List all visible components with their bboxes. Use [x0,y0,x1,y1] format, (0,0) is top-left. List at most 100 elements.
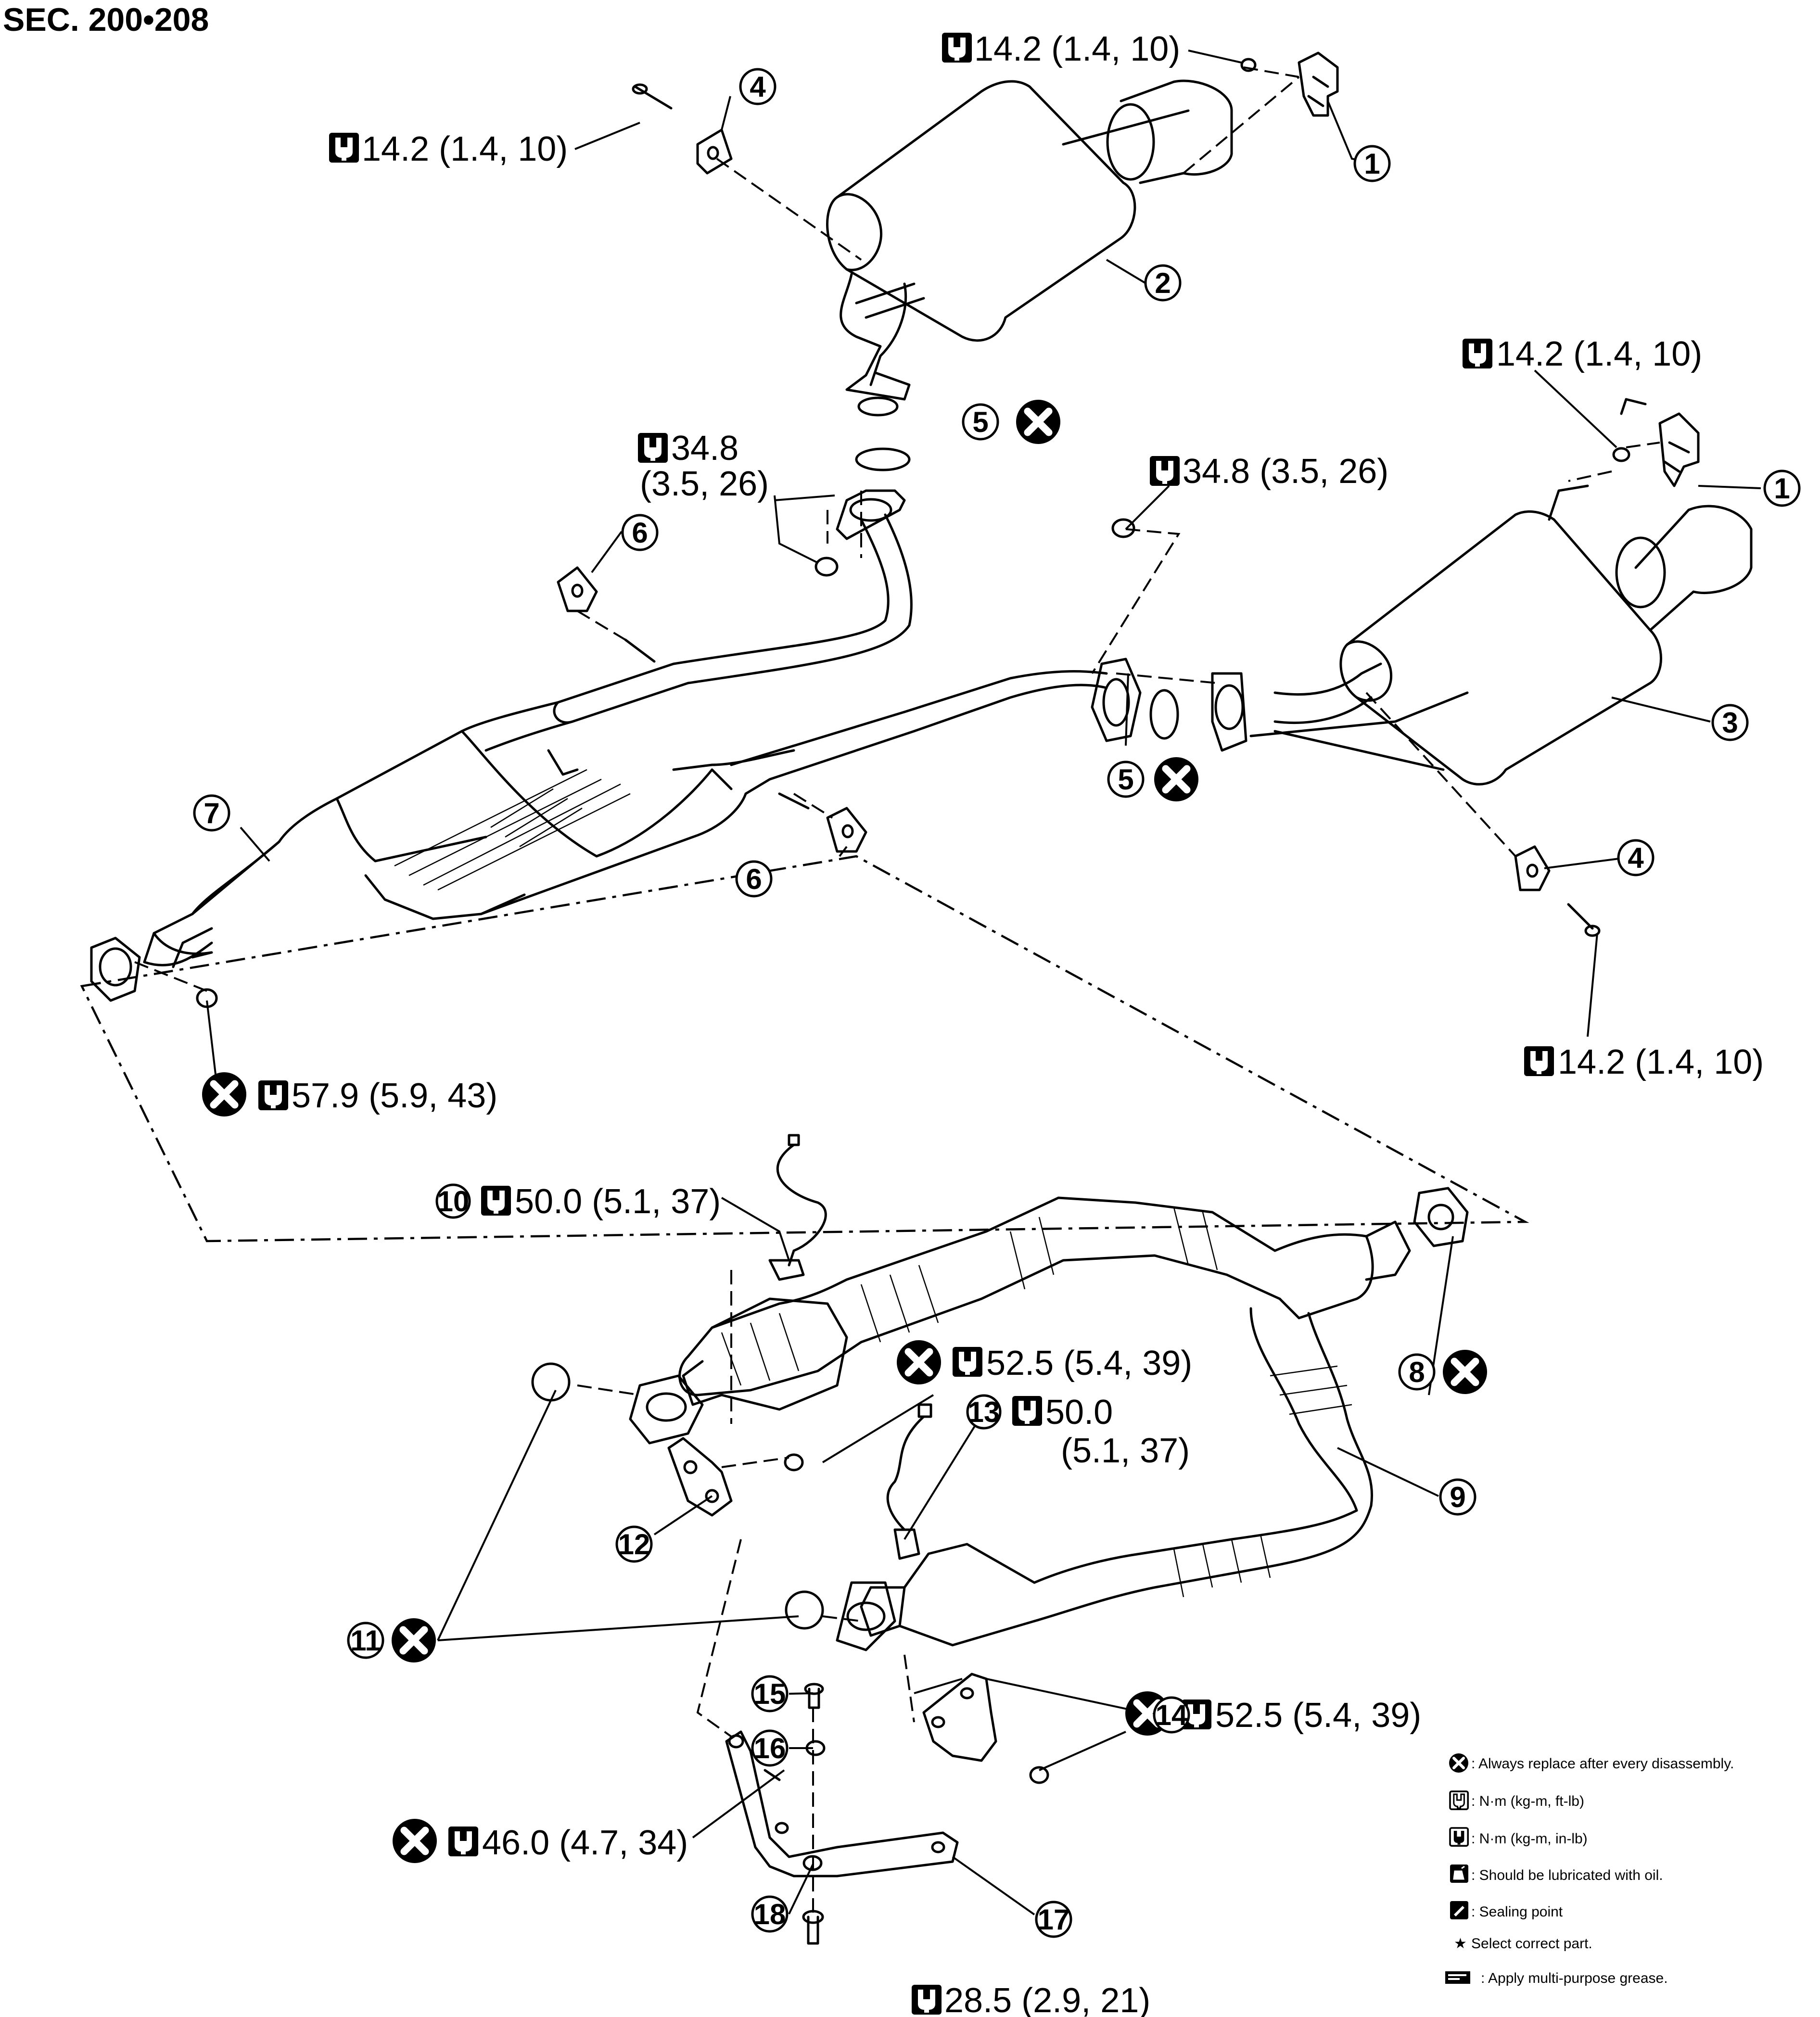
svg-text:50.0: 50.0 [1045,1393,1113,1432]
wrench-icon [912,1985,942,2015]
section-title: SEC. 200•208 [3,1,209,38]
main-tube-part-7 [143,670,1108,968]
star-icon: ★ [1454,1936,1467,1952]
leader-lines [206,50,1761,1916]
svg-text:3: 3 [1722,707,1738,739]
callout-6-lower: 6 [735,860,773,898]
wrench-icon [481,1186,511,1216]
svg-text:52.5 (5.4, 39): 52.5 (5.4, 39) [1215,1696,1421,1735]
front-tube-with-catalysts-part-9 [629,1196,1411,1651]
x-circle-icon [1449,1753,1468,1773]
torque-label-front-tube: 57.9 (5.9, 43) [202,1072,497,1116]
replace-icon [392,1618,436,1662]
svg-text:13: 13 [968,1396,1000,1428]
svg-text:6: 6 [746,863,762,895]
rubber-mount-part-4-top [632,83,733,175]
callout-5-upper: 5 [962,400,1060,444]
callout-11: 11 [347,1618,436,1662]
svg-text:46.0 (4.7, 34): 46.0 (4.7, 34) [482,1824,688,1862]
left-muffler-part-2 [826,79,1233,417]
wrench-icon [1150,456,1180,486]
svg-text:18: 18 [754,1898,786,1930]
wrench-icon [942,33,972,63]
wrench-filled-icon [1449,1827,1469,1847]
svg-text:14.2 (1.4, 10): 14.2 (1.4, 10) [974,30,1180,68]
svg-text:16: 16 [754,1732,786,1764]
svg-text:50.0 (5.1, 37): 50.0 (5.1, 37) [515,1182,721,1221]
svg-text:9: 9 [1450,1481,1465,1513]
torque-label-bracket-17: 46.0 (4.7, 34) [393,1819,688,1863]
flange-nuts [196,518,1135,1008]
svg-text:: Sealing point: : Sealing point [1471,1904,1563,1920]
torque-label-sensor-13: 13 50.0 (5.1, 37) [966,1393,1190,1470]
legend-row-grease: : Apply multi-purpose grease. [1445,1970,1668,1986]
svg-text:14.2 (1.4, 10): 14.2 (1.4, 10) [362,130,568,168]
replace-icon [202,1072,246,1116]
sealant-icon [1450,1901,1468,1919]
svg-text:1: 1 [1364,148,1380,180]
svg-text:4: 4 [1628,842,1644,874]
svg-text:: N·m (kg-m, in-lb): : N·m (kg-m, in-lb) [1471,1831,1588,1847]
svg-text:14: 14 [1156,1699,1188,1731]
svg-text:15: 15 [754,1678,786,1710]
replace-icon [1154,757,1198,801]
callout-12: 12 [615,1525,653,1563]
gasket-part-11-upper [531,1362,571,1402]
svg-text:52.5 (5.4, 39): 52.5 (5.4, 39) [986,1344,1192,1383]
gasket-part-11-lower [785,1590,824,1630]
torque-label-right-hanger: 14.2 (1.4, 10) [1463,335,1702,373]
callout-2: 2 [1144,264,1182,302]
wrench-icon [1463,339,1492,368]
torque-label-bracket-12: 52.5 (5.4, 39) [897,1340,1192,1384]
torque-label-bottom-bolt: 28.5 (2.9, 21) [912,1981,1150,2017]
grease-icon [1445,1971,1470,1984]
wrench-icon [638,433,668,463]
svg-text:14.2 (1.4, 10): 14.2 (1.4, 10) [1558,1043,1764,1081]
wrench-icon [953,1347,982,1377]
oxygen-sensor-part-13 [886,1403,932,1560]
torque-label-left-flange: 34.8 (3.5, 26) [638,429,769,503]
legend-row-select: ★ Select correct part. [1454,1936,1592,1952]
svg-text:34.8 (3.5, 26): 34.8 (3.5, 26) [1183,452,1388,491]
wrench-icon [1524,1046,1554,1076]
wrench-icon [258,1080,288,1110]
legend-row-nm-inlb: : N·m (kg-m, in-lb) [1449,1827,1588,1847]
replace-icon [1016,400,1060,444]
wrench-icon [448,1827,478,1856]
left-front-pipe-section [614,489,913,704]
svg-text:2: 2 [1155,267,1171,299]
callout-18: 18 [751,1895,789,1933]
callout-3: 3 [1711,704,1749,741]
svg-text:4: 4 [750,71,766,103]
callout-17: 17 [1035,1901,1072,1938]
torque-label-bracket-14: 52.5 (5.4, 39) [1125,1691,1421,1736]
bracket-part-12 [667,1437,804,1517]
front-tube-flange [90,937,141,1002]
svg-text:5: 5 [1118,763,1133,796]
callout-4-top: 4 [739,68,776,105]
svg-text:14.2 (1.4, 10): 14.2 (1.4, 10) [1496,335,1702,373]
wrench-icon [1449,1790,1469,1811]
oxygen-sensor-part-10 [768,1134,827,1281]
legend-row-sealing: : Sealing point [1450,1901,1563,1920]
callout-15: 15 [751,1675,789,1713]
torque-label-sensor-10: 10 50.0 (5.1, 37) [435,1182,721,1221]
center-flange [1091,658,1142,742]
svg-text:8: 8 [1409,1356,1425,1388]
svg-text:(3.5, 26): (3.5, 26) [640,465,769,503]
wrench-icon [1012,1396,1042,1426]
svg-text:Select correct part.: Select correct part. [1471,1936,1592,1952]
legend: : Always replace after every disassembly… [1445,1753,1734,1986]
bracket-part-14 [922,1673,1049,1784]
washers-and-bolts [802,1683,826,1945]
right-muffler-part-3 [1211,484,1753,786]
gasket-part-8 [1413,1187,1469,1247]
svg-text:(5.1, 37): (5.1, 37) [1061,1432,1190,1470]
callout-7: 7 [193,794,230,832]
legend-row-nm-ftlb: : N·m (kg-m, ft-lb) [1449,1790,1584,1811]
legend-row-oil: : Should be lubricated with oil. [1450,1865,1663,1883]
svg-text:28.5 (2.9, 21): 28.5 (2.9, 21) [944,1981,1150,2017]
rubber-mount-part-6-upper [557,566,656,663]
svg-text:57.9 (5.9, 43): 57.9 (5.9, 43) [292,1077,497,1115]
